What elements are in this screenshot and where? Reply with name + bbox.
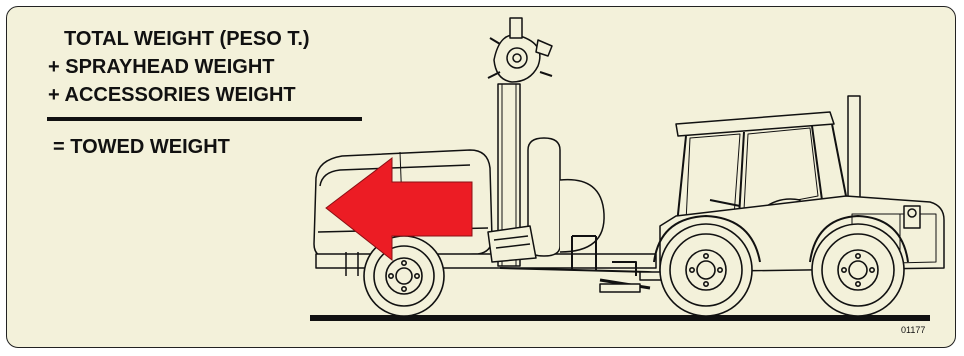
tractor-front-wheel-icon <box>812 224 904 316</box>
sprayer-trailer-icon <box>314 18 664 292</box>
reference-code: 01177 <box>901 325 925 335</box>
tractor-rear-wheel-icon <box>660 224 752 316</box>
